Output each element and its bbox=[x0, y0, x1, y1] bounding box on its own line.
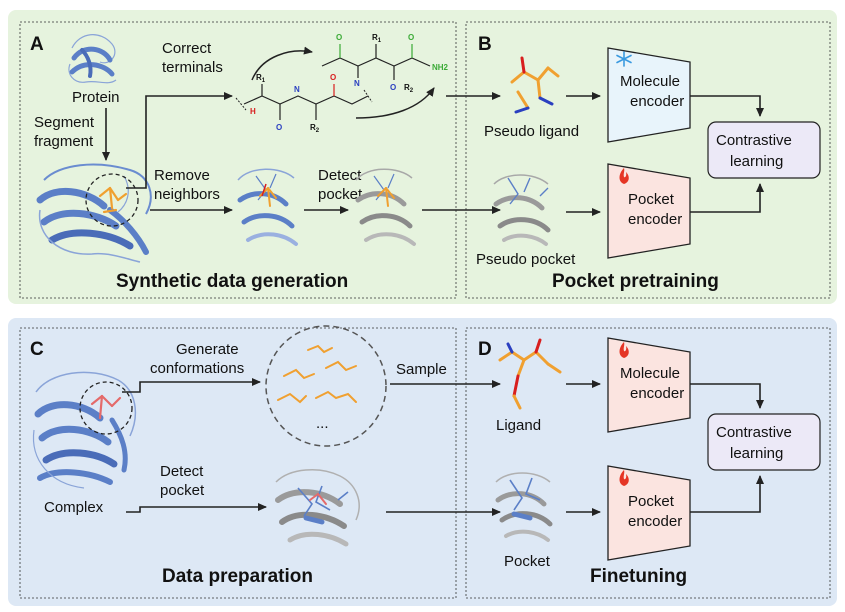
chem-o-lower-2: O bbox=[330, 73, 336, 82]
detect-pocket-bottom-line1: Detect bbox=[160, 463, 204, 480]
chem-nh2: NH2 bbox=[432, 63, 449, 72]
panel-label-a: A bbox=[30, 34, 44, 55]
contrastive-top-line1: Contrastive bbox=[716, 132, 792, 149]
molecule-encoder-top-line2: encoder bbox=[630, 93, 684, 110]
pseudo-pocket-illustration bbox=[493, 174, 551, 246]
preparation-section-title: Data preparation bbox=[162, 566, 313, 587]
complex-illustration bbox=[32, 371, 137, 489]
remove-neighbors-line2: neighbors bbox=[154, 186, 220, 203]
chem-o-lower-1: O bbox=[276, 123, 282, 132]
pseudo-ligand-illustration bbox=[510, 56, 560, 114]
contrastive-bottom-line1: Contrastive bbox=[716, 424, 792, 441]
pocket-label-bottom: Pocket bbox=[504, 553, 551, 570]
remove-neighbors-line1: Remove bbox=[154, 167, 210, 184]
detect-pocket-bottom-line2: pocket bbox=[160, 482, 205, 499]
curve-arrow-lower bbox=[355, 87, 435, 119]
panel-label-b: B bbox=[478, 34, 492, 55]
chem-h-lower-left: H bbox=[250, 107, 256, 116]
generate-line2: conformations bbox=[150, 360, 244, 377]
conformations-circle bbox=[265, 325, 387, 447]
detect-pocket-top-line2: pocket bbox=[318, 186, 363, 203]
correct-terminals-line2: terminals bbox=[162, 59, 223, 76]
complex-ligand-sticks bbox=[90, 394, 122, 420]
molecule-encoder-bottom bbox=[607, 337, 691, 433]
chem-n-lower: N bbox=[294, 85, 300, 94]
complex-selection-circle bbox=[79, 381, 133, 435]
conformation-molecules bbox=[277, 344, 357, 404]
pseudo-pocket-label: Pseudo pocket bbox=[476, 251, 576, 268]
correct-terminals-line1: Correct bbox=[162, 40, 212, 57]
arrow-pocket-to-contrastive-bottom bbox=[690, 475, 764, 513]
contrastive-learning-box-bottom bbox=[707, 413, 821, 471]
detect-pocket-top-line1: Detect bbox=[318, 167, 362, 184]
pocket-encoder-bottom bbox=[607, 465, 691, 561]
segment-label-line1: Segment bbox=[34, 114, 95, 131]
protein-label: Protein bbox=[72, 89, 120, 106]
ligand-illustration bbox=[498, 338, 562, 410]
synthetic-section-title: Synthetic data generation bbox=[116, 271, 348, 292]
large-protein-illustration bbox=[36, 163, 152, 263]
pocket-blue-illustration bbox=[237, 168, 298, 246]
sample-label: Sample bbox=[396, 361, 447, 378]
contrastive-learning-box-top bbox=[707, 121, 821, 179]
finetuning-section-title: Finetuning bbox=[590, 566, 687, 587]
chem-r2-upper: R2 bbox=[404, 83, 414, 94]
flame-icon bbox=[619, 342, 629, 358]
molecule-encoder-bottom-line1: Molecule bbox=[620, 365, 680, 382]
snowflake-icon bbox=[616, 51, 632, 67]
chem-r2-lower: R2 bbox=[310, 123, 320, 134]
molecule-encoder-top-line1: Molecule bbox=[620, 73, 680, 90]
pocket-bottom-illustration bbox=[495, 472, 553, 542]
chem-r1-lower: R1 bbox=[256, 73, 266, 84]
fragment-selection-circle bbox=[85, 173, 139, 227]
arrow-molecule-to-contrastive-top bbox=[690, 95, 764, 117]
synthetic-panel-frame bbox=[19, 21, 457, 299]
curve-arrow-upper bbox=[251, 46, 313, 81]
pocket-grey-illustration bbox=[355, 168, 416, 246]
fragment-ligand-sticks bbox=[98, 186, 128, 214]
detected-pocket-illustration bbox=[275, 469, 360, 547]
generate-line1: Generate bbox=[176, 341, 239, 358]
flame-icon bbox=[619, 168, 629, 184]
molecule-encoder-bottom-line2: encoder bbox=[630, 385, 684, 402]
peptide-structure bbox=[235, 44, 431, 120]
segment-label-line2: fragment bbox=[34, 133, 94, 150]
finetuning-panel-frame bbox=[465, 327, 831, 599]
chem-o-upper-3: O bbox=[408, 33, 414, 42]
arrow-detect-pocket-bottom bbox=[126, 503, 267, 513]
arrow-pocket-to-contrastive-top bbox=[690, 183, 764, 213]
chem-o-upper-2: O bbox=[390, 83, 396, 92]
preparation-panel-frame bbox=[19, 327, 457, 599]
arrow-molecule-to-contrastive-bottom bbox=[690, 383, 764, 409]
pocket-encoder-bottom-line1: Pocket bbox=[628, 493, 675, 510]
pocket-encoder-top-line1: Pocket bbox=[628, 191, 675, 208]
complex-label: Complex bbox=[44, 499, 104, 516]
contrastive-bottom-line2: learning bbox=[730, 445, 783, 462]
small-protein-illustration bbox=[68, 34, 117, 84]
pocket-encoder-top-line2: encoder bbox=[628, 211, 682, 228]
flame-icon bbox=[619, 470, 629, 486]
pretraining-panel-frame bbox=[465, 21, 831, 299]
arrow-to-correct-terminals bbox=[126, 92, 233, 189]
contrastive-top-line2: learning bbox=[730, 153, 783, 170]
pseudo-ligand-label: Pseudo ligand bbox=[484, 123, 579, 140]
pocket-encoder-top bbox=[607, 163, 691, 259]
arrow-generate-conformations bbox=[122, 378, 261, 393]
panel-label-c: C bbox=[30, 339, 44, 360]
chem-r1-upper: R1 bbox=[372, 33, 382, 44]
molecule-encoder-top bbox=[607, 47, 691, 143]
pretraining-section-title: Pocket pretraining bbox=[552, 271, 719, 292]
panel-label-d: D bbox=[478, 339, 492, 360]
conformations-ellipsis: ... bbox=[316, 415, 329, 432]
ligand-label: Ligand bbox=[496, 417, 541, 434]
chem-n-upper-1: N bbox=[354, 79, 360, 88]
chem-o-upper-1: O bbox=[336, 33, 342, 42]
pocket-encoder-bottom-line2: encoder bbox=[628, 513, 682, 530]
